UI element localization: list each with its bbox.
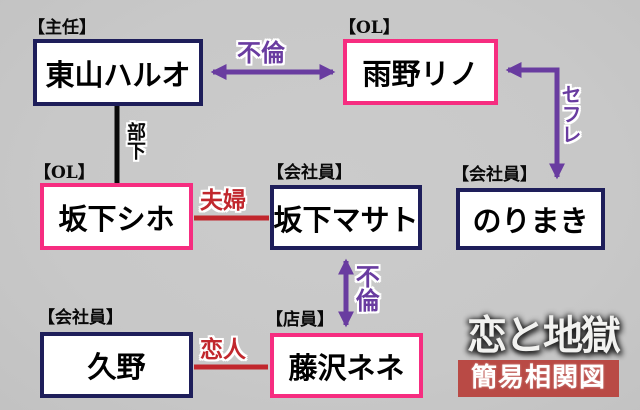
chart-type-badge: 簡易相関図 — [458, 360, 619, 397]
edge-label-sefure: セフレ — [558, 84, 582, 144]
character-name: 雨野リノ — [362, 57, 479, 91]
edge-label-subordinate: 部下 — [123, 122, 146, 160]
role-label-amano: 【OL】 — [339, 18, 400, 38]
node-higashiyama-haruo: 東山ハルオ — [33, 39, 203, 106]
node-amano-rino: 雨野リノ — [343, 39, 498, 105]
edge-label-affair-top: 不倫 — [237, 39, 285, 67]
character-name: 坂下マサト — [273, 202, 419, 237]
edge-label-affair-bottom: 不倫 — [351, 264, 380, 312]
node-sakashita-masato: 坂下マサト — [270, 185, 422, 250]
character-name: のりまき — [472, 204, 589, 238]
character-name: 東山ハルオ — [45, 57, 191, 92]
role-label-sakashita-masato: 【会社員】 — [267, 163, 352, 183]
edge-label-married: 夫婦 — [200, 188, 246, 214]
character-name: 坂下シホ — [58, 201, 175, 236]
sefure-elbow-arrow — [505, 61, 566, 180]
node-norimaki: のりまき — [456, 188, 605, 250]
role-label-higashiyama: 【主任】 — [28, 18, 96, 38]
character-name: 久野 — [87, 350, 146, 384]
role-label-hisano: 【会社員】 — [38, 308, 123, 328]
role-label-fujisawa-nene: 【店員】 — [266, 310, 334, 330]
role-label-norimaki: 【会社員】 — [452, 165, 537, 185]
series-title: 恋と地獄 — [467, 312, 621, 359]
role-label-sakashita-shiho: 【OL】 — [34, 163, 95, 183]
node-sakashita-shiho: 坂下シホ — [40, 183, 193, 250]
edge-label-lovers: 恋人 — [200, 337, 246, 363]
node-fujisawa-nene: 藤沢ネネ — [270, 333, 423, 398]
node-hisano: 久野 — [40, 332, 193, 398]
character-name: 藤沢ネネ — [288, 350, 405, 385]
